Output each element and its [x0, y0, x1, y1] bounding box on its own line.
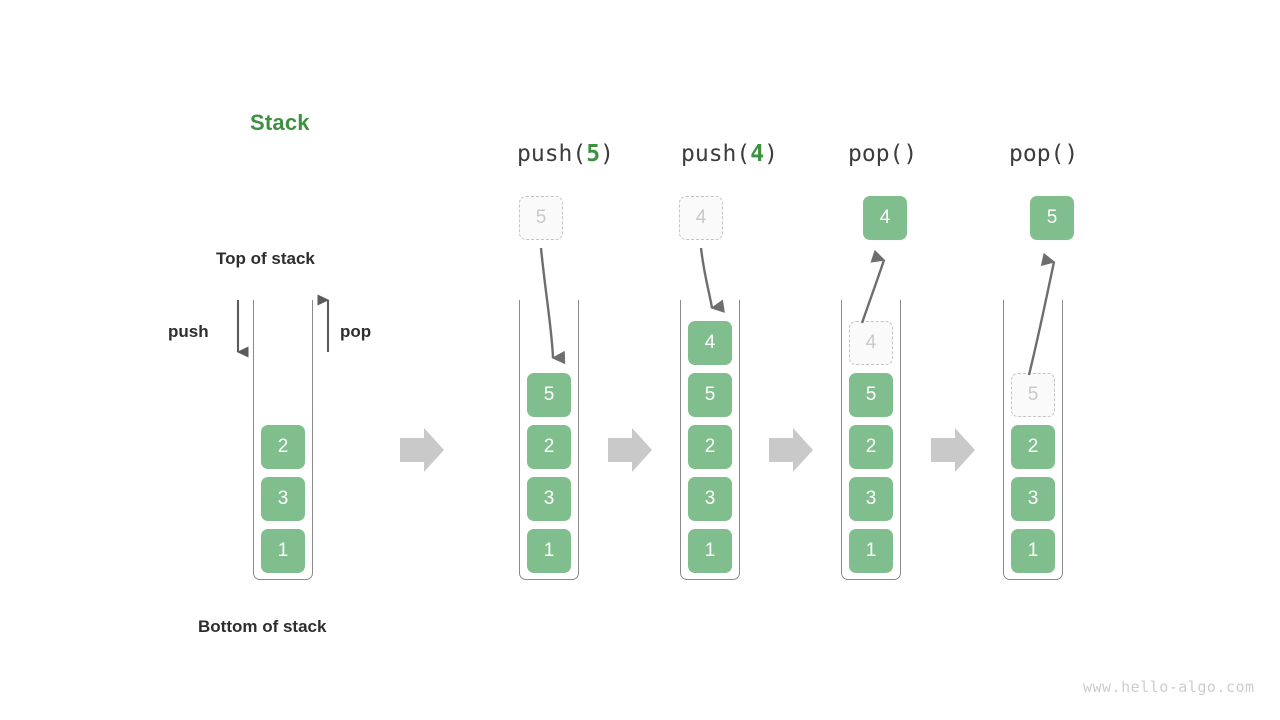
stack-cell: 3 — [1011, 477, 1055, 521]
operation-caption-push-5: push(5) — [517, 141, 614, 167]
stack-cell: 3 — [849, 477, 893, 521]
stack-cell: 2 — [849, 425, 893, 469]
stack-cell: 1 — [527, 529, 571, 573]
stack-cell: 2 — [261, 425, 305, 469]
push-motion-arrow — [699, 247, 725, 313]
stack-cell: 3 — [261, 477, 305, 521]
stack-cell: 2 — [688, 425, 732, 469]
op-suffix: ) — [764, 141, 778, 167]
stack-cell: 3 — [527, 477, 571, 521]
op-arg: 5 — [586, 141, 601, 167]
stack-container-initial — [253, 300, 313, 580]
stack-container-after-pop-5 — [1003, 300, 1063, 580]
op-prefix: push( — [681, 141, 751, 167]
stack-ghost-cell: 5 — [1011, 373, 1055, 417]
stack-cell: 2 — [527, 425, 571, 469]
bottom-of-stack-label: Bottom of stack — [198, 617, 327, 636]
stack-cell: 1 — [261, 529, 305, 573]
stack-cell: 1 — [849, 529, 893, 573]
stack-cell: 5 — [849, 373, 893, 417]
op-suffix: ) — [600, 141, 614, 167]
op-prefix: push( — [517, 141, 587, 167]
popped-cell: 5 — [1030, 196, 1074, 240]
push-label: push — [168, 322, 209, 341]
flow-arrow — [769, 428, 813, 472]
op-arg: 4 — [750, 141, 765, 167]
top-of-stack-label: Top of stack — [216, 249, 315, 268]
stack-cell: 1 — [688, 529, 732, 573]
stack-cell: 1 — [1011, 529, 1055, 573]
stack-container-after-push-4 — [680, 300, 740, 580]
operation-caption-pop-1: pop() — [848, 141, 917, 167]
stack-cell: 3 — [688, 477, 732, 521]
pop-label: pop — [340, 322, 372, 341]
op-prefix: pop( — [848, 141, 904, 167]
stack-cell: 5 — [527, 373, 571, 417]
flow-arrow — [400, 428, 444, 472]
stack-cell: 2 — [1011, 425, 1055, 469]
stack-cell: 4 — [688, 321, 732, 365]
flow-arrow — [608, 428, 652, 472]
op-suffix: ) — [903, 141, 918, 167]
operation-caption-push-4: push(4) — [681, 141, 778, 167]
op-prefix: pop( — [1009, 141, 1065, 167]
floating-ghost-cell: 4 — [679, 196, 723, 240]
operation-caption-pop-2: pop() — [1009, 141, 1078, 167]
popped-cell: 4 — [863, 196, 907, 240]
stack-cell: 5 — [688, 373, 732, 417]
watermark: www.hello-algo.com — [1083, 678, 1255, 696]
page-title: Stack — [250, 110, 310, 135]
flow-arrow — [931, 428, 975, 472]
stack-ghost-cell: 4 — [849, 321, 893, 365]
stack-container-after-pop-4 — [841, 300, 901, 580]
floating-ghost-cell: 5 — [519, 196, 563, 240]
stack-container-after-push-5 — [519, 300, 579, 580]
op-suffix: ) — [1064, 141, 1079, 167]
